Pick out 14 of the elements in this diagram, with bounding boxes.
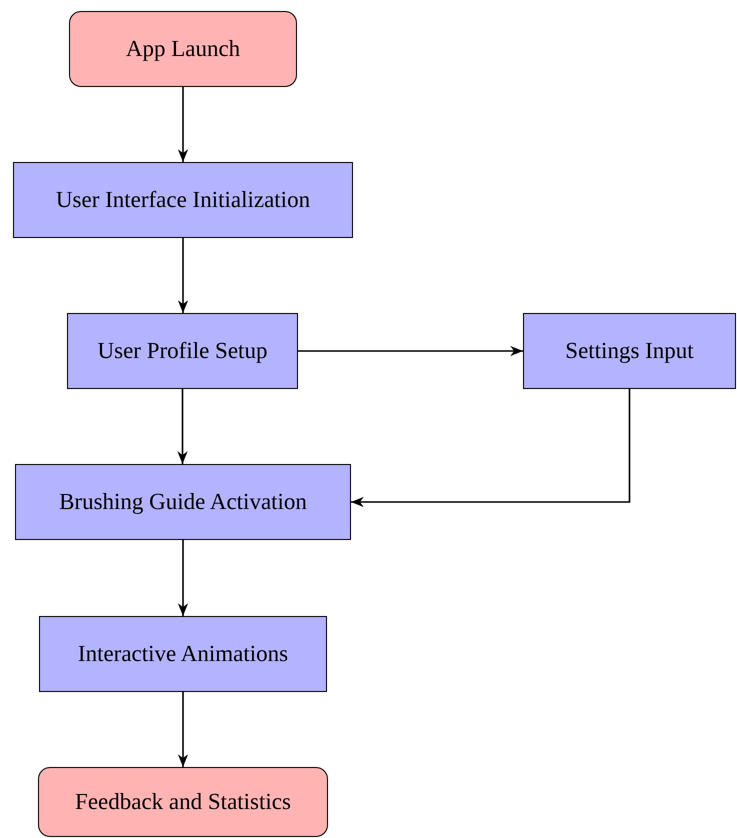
process-box: Interactive Animations [39,616,327,692]
process-box: User Profile Setup [67,313,298,389]
arrow [178,692,188,767]
terminal-box: Feedback and Statistics [38,767,328,837]
arrow [298,346,523,356]
arrow [178,540,188,616]
arrow [178,87,188,162]
process-box: Brushing Guide Activation [15,464,351,540]
arrow [177,389,188,464]
process-box: User Interface Initialization [13,162,353,238]
process-box: Settings Input [523,313,736,389]
terminal-box: App Launch [69,11,297,87]
arrow [178,238,188,313]
arrow [351,389,630,508]
